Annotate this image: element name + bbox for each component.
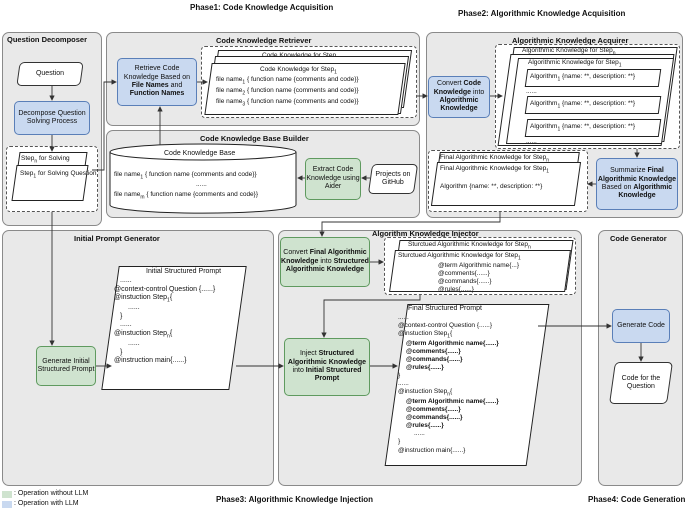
fp-line-14: @rules{......}: [406, 422, 444, 430]
sak-line-4: @rules{......}: [438, 285, 474, 293]
decompose-process-box: Decompose Question Solving Process: [14, 101, 90, 135]
phase3-label: Phase3: Algorithmic Knowledge Injection: [216, 495, 374, 504]
final-step-1-label: Final Algorithmic Knowledge for Step1: [440, 165, 550, 175]
sak-1-content: Sturctued Algorithmic Knowledge for Step…: [398, 252, 521, 294]
kb-title: Code Knowledge Base: [164, 150, 236, 157]
fp-line-16: }: [398, 438, 401, 446]
ip-line-10: @instruction main{......}: [114, 357, 187, 365]
initial-prompt-box-title: Initial Structured Prompt: [146, 268, 222, 275]
projects-box: Projects on GitHub: [367, 164, 419, 194]
code-retriever-title: Code Knowledge Retriever: [216, 36, 312, 45]
final-prompt-content: Final Structured Prompt ...... @context-…: [398, 305, 499, 455]
summarize-box: Summarize Final Algorithmic Knowledge Ba…: [596, 158, 678, 210]
ip-line-8: ......: [128, 339, 140, 347]
kb-line-1: file name1 { function name {comments and…: [114, 171, 257, 181]
question-box: Question: [16, 62, 84, 86]
initial-prompt-title: Initial Prompt Generator: [74, 234, 160, 243]
ak-alg-line-2: Algorithm1 {name: **, description: **}: [530, 100, 636, 110]
legend-swatch-green: [2, 491, 12, 498]
fp-line-2: @context-control Question {......}: [398, 321, 493, 329]
code-generator-title: Code Generator: [610, 234, 667, 243]
phase1-label: Phase1: Code Knowledge Acquisition: [190, 3, 334, 12]
fp-line-3: @instuction Step1{: [398, 330, 453, 340]
sak-line-2: @comments{......}: [438, 269, 490, 277]
fp-line-6: @commands{......}: [406, 355, 463, 363]
ak-alg-line-1: Algorithm1 {name: **, description: **}: [530, 73, 636, 83]
ip-line-3: @instuction Step1{: [114, 294, 173, 304]
fp-line-9: ......: [398, 380, 409, 388]
legend-without-llm: : Operation without LLM: [14, 490, 89, 497]
legend-with-llm: : Operation with LLM: [14, 500, 79, 507]
ak-step-n-label: Algorithmic Knowledge for Stepn: [522, 47, 615, 56]
kb-cylinder: [109, 143, 297, 214]
retrieve-box: Retrieve Code Knowledge Based on File Na…: [117, 58, 197, 106]
code-generator-panel: [598, 230, 683, 486]
kb-dots: ......: [196, 181, 207, 188]
ck-file-1: file name1 { function name {comments and…: [216, 76, 359, 86]
fp-line-12: @comments{......}: [406, 405, 461, 413]
kb-line-m: file namem { function name {comments and…: [114, 191, 259, 201]
ck-step-1-label: Code Knowledge for Step1: [260, 66, 337, 76]
legend-swatch-blue: [2, 501, 12, 508]
fp-line-4: @term Algorithmic name{......}: [406, 339, 499, 347]
ip-line-2: @context-control Question {......}: [114, 285, 216, 293]
ip-line-6: ......: [120, 321, 132, 329]
ak-dots-2: ......: [526, 138, 537, 145]
final-step-n-label: Final Algorithmic Knowledge for Stepn: [440, 154, 550, 164]
fp-line-17: @instruction main{......}: [398, 446, 466, 454]
extract-box: Extract Code Knowledge using Aider: [305, 158, 361, 200]
convert-code-box: Convert Code Knowledge into Algorithmic …: [428, 76, 490, 118]
fp-line-10: @instuction Stepn{: [398, 388, 453, 398]
fp-line-11: @term Algorithmic name{......}: [406, 397, 499, 405]
inject-box: Inject Structured Algorithmic Knowledge …: [284, 338, 370, 396]
ip-line-5: }: [120, 312, 123, 320]
fp-line-7: @rules{......}: [406, 363, 444, 371]
sak-line-1: @term Algorithmic name{...}: [438, 261, 520, 269]
generate-initial-box: Generate Initial Structured Prompt: [36, 346, 96, 386]
code-output-box: Code for the Question: [609, 362, 673, 404]
step-n-label: Stepn for Solving: [21, 155, 70, 165]
convert-final-box: Convert Final Algorithmic Knowledge into…: [280, 237, 370, 287]
algo-acquirer-title: Algorithmic Knowledge Acquirer: [512, 36, 629, 45]
fp-line-8: }: [398, 372, 401, 380]
fp-line-5: @comments{......}: [406, 347, 461, 355]
ck-file-3: file name3 { function name {comments and…: [216, 98, 359, 108]
ak-step-1-label: Algorithmic Knowledge for Step1: [528, 59, 622, 69]
step-1-label: Step1 for Solving Question: [20, 170, 97, 180]
sak-n-label: Sturctued Algorithmic Knowledge for Step…: [408, 241, 531, 251]
fp-line-1: ......: [398, 313, 409, 321]
final-prompt-title: Final Structured Prompt: [408, 305, 482, 312]
sak-line-3: @commands{......}: [438, 277, 492, 285]
generate-code-box: Generate Code: [612, 309, 670, 343]
kb-builder-title: Code Knowledge Base Builder: [200, 134, 309, 143]
ak-alg-line-3: Algorithm1 {name: **, description: **}: [530, 123, 636, 133]
final-alg-line: Algorithm {name: **, description: **}: [440, 183, 543, 190]
ip-line-7: @instuction Stepn{: [114, 330, 173, 340]
initial-prompt-content: Initial Structured Prompt ...... @contex…: [114, 268, 221, 366]
ip-line-4: ......: [128, 303, 140, 311]
fp-line-13: @commands{......}: [406, 414, 463, 422]
phase2-label: Phase2: Algorithmic Knowledge Acquisitio…: [458, 9, 626, 18]
ak-dots-1: ......: [526, 88, 537, 95]
fp-line-15: ......: [414, 430, 425, 438]
sak-1-label: Sturctued Algorithmic Knowledge for Step…: [398, 252, 521, 262]
ip-line-1: ......: [120, 276, 132, 284]
ip-line-9: }: [120, 348, 123, 356]
question-decomposer-title: Question Decomposer: [7, 35, 88, 44]
phase4-label: Phase4: Code Generation: [588, 495, 685, 504]
ck-file-2: file name2 { function name {comments and…: [216, 87, 359, 97]
